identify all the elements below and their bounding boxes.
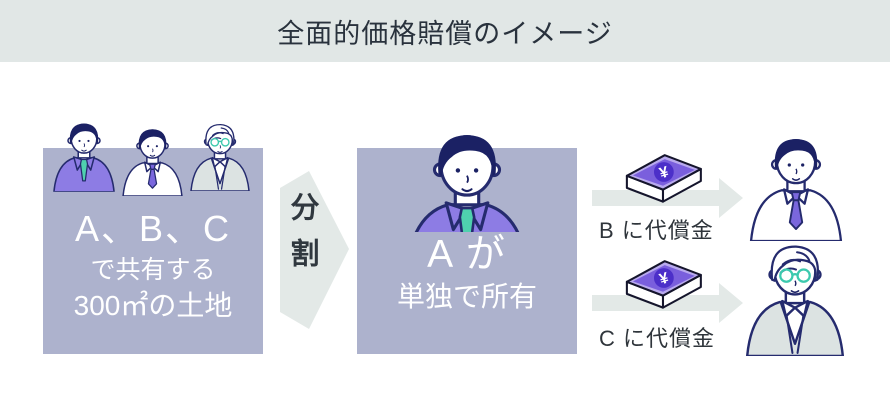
- split-label: 分割: [286, 192, 318, 284]
- money-stack-icon: [620, 150, 706, 212]
- sole-owner-caption: A が 単独で所有: [357, 232, 577, 316]
- person-c-icon: [189, 120, 251, 191]
- person-c-icon: [744, 239, 846, 356]
- compensation-label-c: C に代償金: [599, 326, 716, 351]
- sole-owner-text: A が: [427, 233, 507, 276]
- shared-land-caption: A、B、C で共有する 300㎡の土地: [43, 206, 263, 324]
- title-bar: 全面的価格賠償のイメージ: [0, 0, 890, 62]
- shared-owners-text: A、B、C: [74, 208, 232, 249]
- money-stack-icon: [620, 256, 706, 318]
- person-b-icon: [121, 124, 184, 196]
- shared-desc-line2: 300㎡の土地: [73, 290, 233, 321]
- compensation-label-b: B に代償金: [599, 218, 714, 243]
- person-a-icon: [52, 118, 116, 192]
- page-title: 全面的価格賠償のイメージ: [277, 18, 613, 49]
- shared-desc-line1: で共有する: [90, 256, 216, 284]
- person-b-icon: [748, 131, 844, 241]
- person-a-icon: [402, 124, 532, 232]
- sole-owner-desc: 単独で所有: [396, 281, 537, 312]
- split-arrow-icon: [280, 171, 349, 329]
- person-a-large-wrap: [402, 124, 532, 232]
